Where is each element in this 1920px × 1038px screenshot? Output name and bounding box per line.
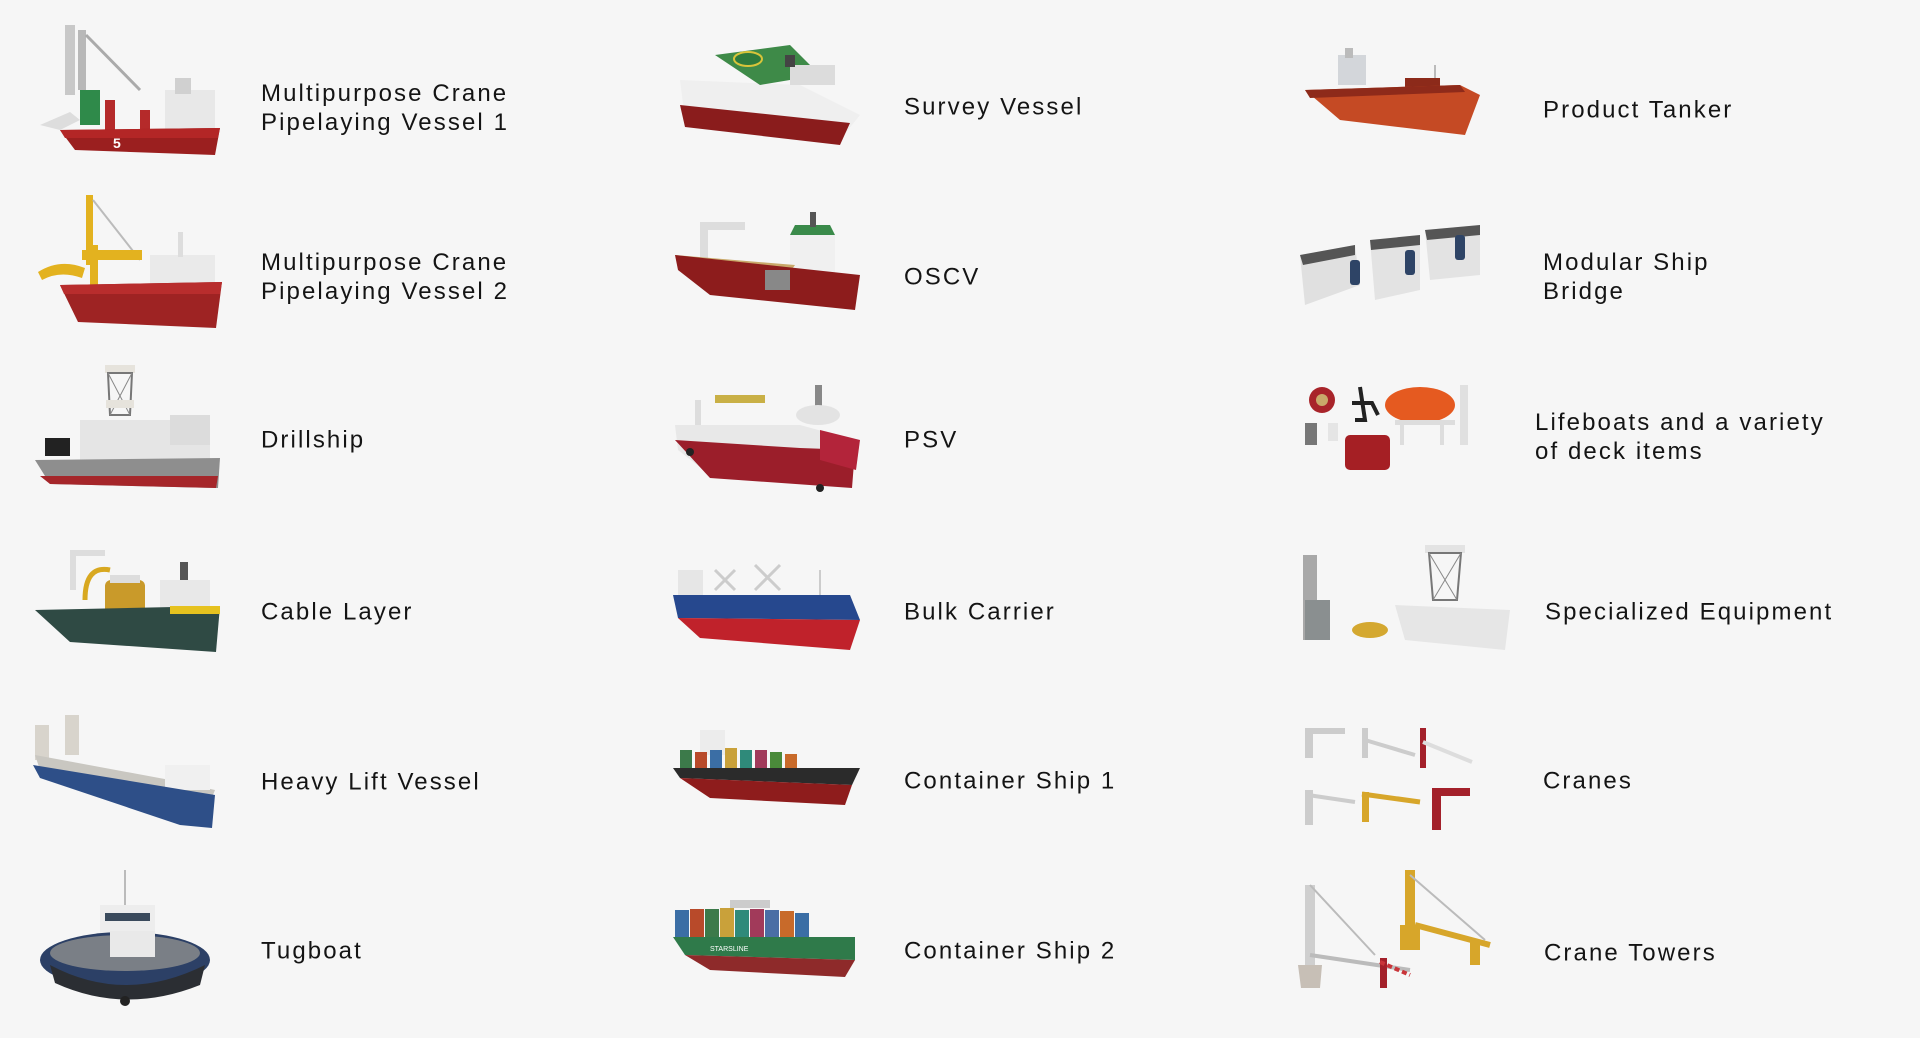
product-tanker-icon [1300, 40, 1500, 140]
container-ship-icon [670, 720, 870, 825]
item-label: Container Ship 2 [904, 937, 1117, 965]
catalog-item-modular-ship-bridge[interactable]: Modular Ship Bridge [1295, 220, 1895, 330]
survey-vessel-icon [670, 35, 870, 150]
catalog-item-lifeboats-deck-items[interactable]: Lifeboats and a variety of deck items [1300, 375, 1900, 495]
catalog-item-bulk-carrier[interactable]: Bulk Carrier [670, 550, 1170, 670]
catalog-item-pipelaying-vessel-2[interactable]: Multipurpose Crane Pipelaying Vessel 2 [30, 190, 550, 340]
ship-bridge-consoles-icon [1295, 220, 1505, 320]
bulk-carrier-icon [670, 550, 870, 660]
cranes-icon [1300, 720, 1510, 835]
cable-layer-icon [30, 540, 230, 660]
oscv-icon [670, 210, 870, 320]
item-label: OSCV [904, 263, 981, 291]
item-label: Drillship [261, 426, 366, 454]
item-label: PSV [904, 426, 959, 454]
catalog-item-specialized-equipment[interactable]: Specialized Equipment [1295, 540, 1895, 660]
catalog-item-oscv[interactable]: OSCV [670, 210, 1170, 340]
item-label: Cable Layer [261, 598, 414, 626]
item-label: Lifeboats and a variety of deck items [1535, 409, 1825, 465]
item-label: Cranes [1543, 767, 1633, 795]
container-ship-green-icon: STARSLINE [670, 895, 870, 995]
drillship-icon [30, 360, 230, 500]
catalog-item-container-ship-2[interactable]: STARSLINE Container Ship 2 [670, 895, 1170, 1005]
pipelay-vessel-red-icon: 5 [30, 20, 230, 160]
item-label: Survey Vessel [904, 93, 1084, 121]
svg-text:5: 5 [113, 135, 121, 151]
lifeboat-deck-items-icon [1300, 375, 1500, 490]
specialized-equipment-icon [1295, 540, 1510, 655]
item-label: Modular Ship Bridge [1543, 249, 1710, 305]
tugboat-icon [30, 865, 230, 1010]
item-label: Specialized Equipment [1545, 598, 1834, 626]
catalog-item-drillship[interactable]: Drillship [30, 360, 550, 510]
catalog-item-container-ship-1[interactable]: Container Ship 1 [670, 720, 1170, 830]
catalog-item-psv[interactable]: PSV [670, 380, 1170, 510]
item-label: Crane Towers [1544, 939, 1717, 967]
catalog-item-tugboat[interactable]: Tugboat [30, 865, 550, 1015]
catalog-item-survey-vessel[interactable]: Survey Vessel [670, 35, 1170, 155]
pipelay-vessel-yellow-crane-icon [30, 190, 230, 330]
item-label: Multipurpose Crane Pipelaying Vessel 1 [261, 80, 510, 136]
catalog-item-heavy-lift-vessel[interactable]: Heavy Lift Vessel [30, 710, 550, 850]
catalog-item-pipelaying-vessel-1[interactable]: 5 Multipurpose Crane Pipelaying Vessel 1 [30, 20, 550, 170]
catalog-item-product-tanker[interactable]: Product Tanker [1300, 40, 1900, 150]
svg-text:STARSLINE: STARSLINE [710, 946, 749, 953]
item-label: Tugboat [261, 937, 363, 965]
crane-towers-icon [1295, 870, 1515, 995]
item-label: Container Ship 1 [904, 767, 1117, 795]
heavy-lift-vessel-icon [30, 710, 230, 840]
catalog-item-cable-layer[interactable]: Cable Layer [30, 540, 550, 670]
item-label: Bulk Carrier [904, 598, 1056, 626]
item-label: Multipurpose Crane Pipelaying Vessel 2 [261, 249, 510, 305]
catalog-item-crane-towers[interactable]: Crane Towers [1295, 870, 1895, 1000]
psv-icon [670, 380, 870, 500]
item-label: Product Tanker [1543, 96, 1734, 124]
item-label: Heavy Lift Vessel [261, 768, 481, 796]
catalog-item-cranes[interactable]: Cranes [1300, 720, 1900, 840]
